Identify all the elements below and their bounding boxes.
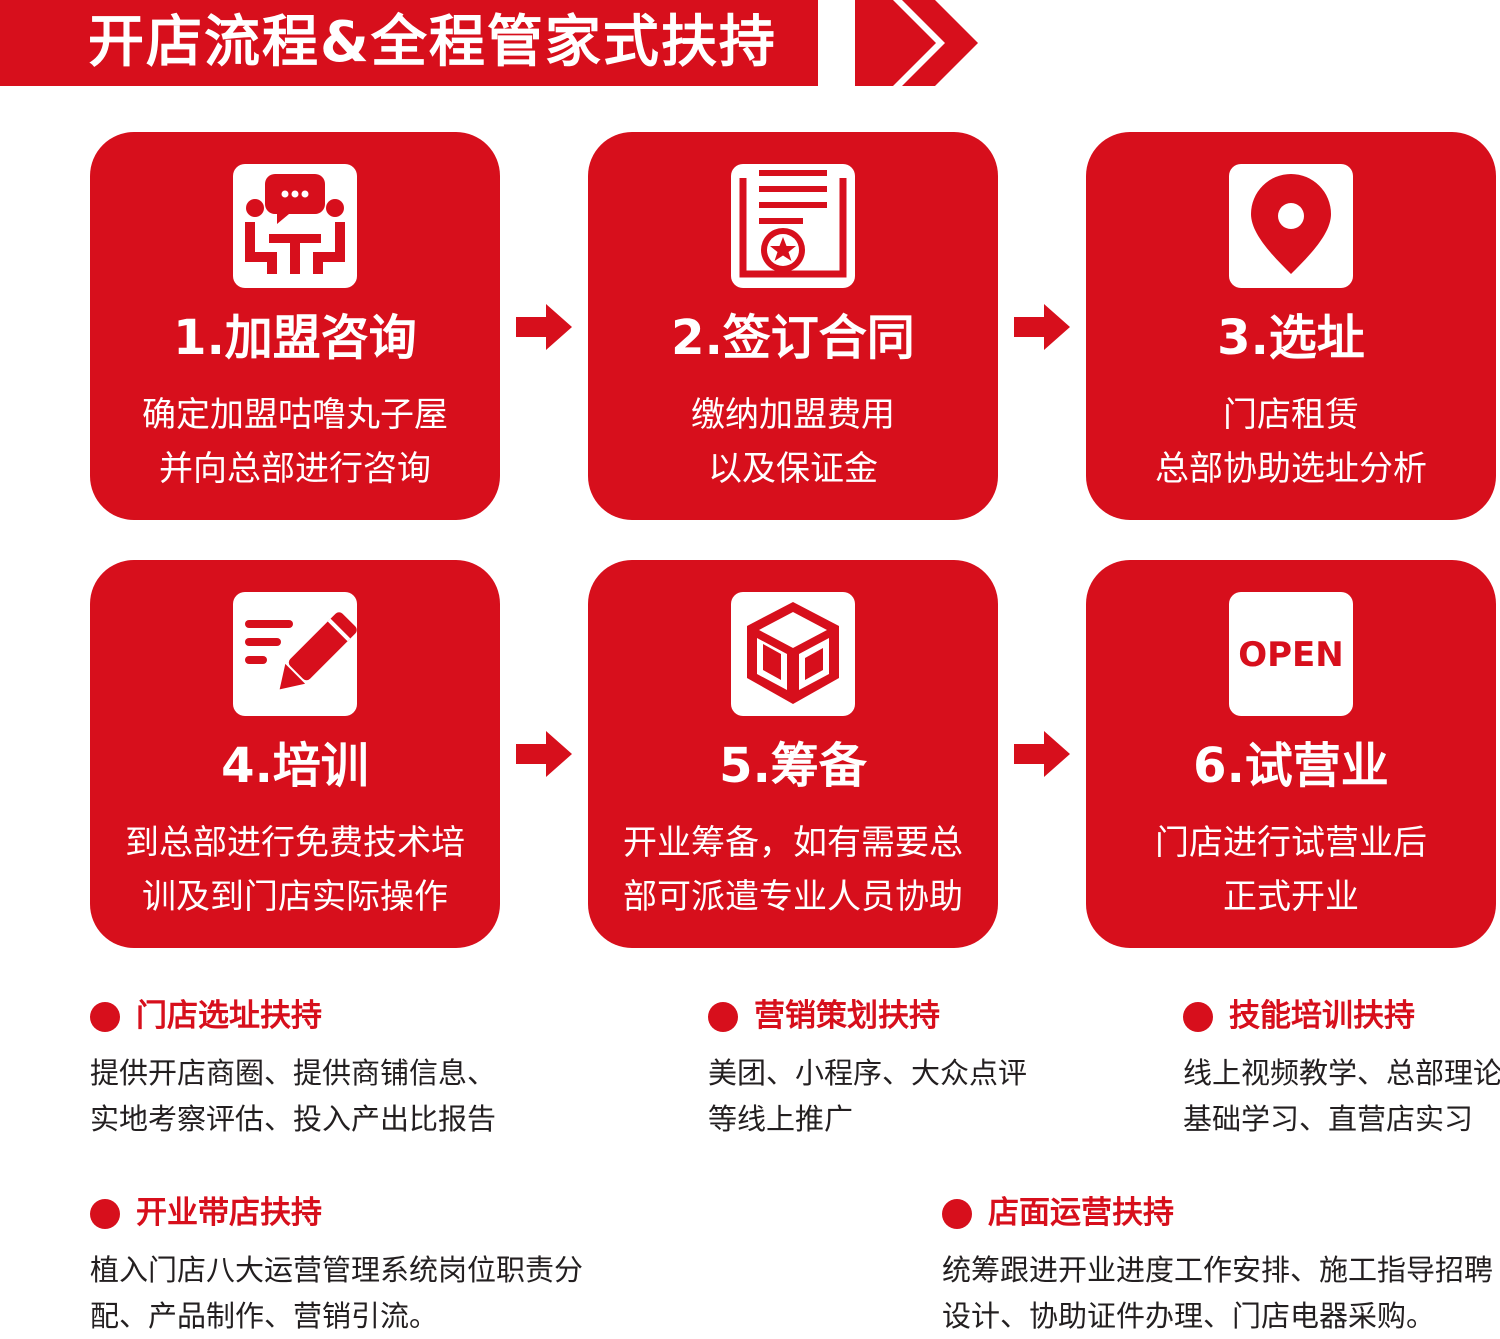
banner-shape xyxy=(0,0,978,86)
support-text-line: 线上视频教学、总部理论 xyxy=(1183,1056,1500,1090)
step-description-line: 缴纳加盟费用 xyxy=(691,395,895,435)
open-sign-icon: OPEN xyxy=(1229,592,1353,716)
bullet-dot-icon xyxy=(1183,1002,1213,1032)
bullet-dot-icon xyxy=(90,1199,120,1229)
step-title: 4.培训 xyxy=(221,738,369,794)
support-text-line: 基础学习、直营店实习 xyxy=(1183,1102,1474,1136)
step-description: 到总部进行免费技术培 训及到门店实际操作 xyxy=(100,816,490,924)
step-description-line: 确定加盟咕噜丸子屋 xyxy=(142,395,448,435)
step-card-location: 3.选址 门店租赁 总部协助选址分析 xyxy=(1086,132,1496,520)
open-sign-text: OPEN xyxy=(1238,635,1344,675)
step-description-line: 开业筹备，如有需要总 xyxy=(623,823,963,863)
bullet-dot-icon xyxy=(708,1002,738,1032)
location-pin-icon xyxy=(1229,164,1353,288)
support-text: 线上视频教学、总部理论 基础学习、直营店实习 xyxy=(1183,1050,1500,1142)
step-card-preparation: 5.筹备 开业筹备，如有需要总 部可派遣专业人员协助 xyxy=(588,560,998,948)
contract-icon xyxy=(731,164,855,288)
support-text: 提供开店商圈、提供商铺信息、 实地考察评估、投入产出比报告 xyxy=(90,1050,496,1142)
step-card-trial-opening: OPEN 6.试营业 门店进行试营业后 正式开业 xyxy=(1086,560,1496,948)
step-description-line: 总部协助选址分析 xyxy=(1155,449,1427,489)
step-title: 2.签订合同 xyxy=(671,310,915,366)
arrow-right-icon xyxy=(516,731,572,777)
step-description-line: 训及到门店实际操作 xyxy=(142,877,448,917)
support-text-line: 配、产品制作、营销引流。 xyxy=(90,1299,439,1333)
support-marketing: 营销策划扶持 美团、小程序、大众点评 等线上推广 xyxy=(708,996,1027,1142)
support-text-line: 实地考察评估、投入产出比报告 xyxy=(90,1102,497,1136)
step-description: 门店进行试营业后 正式开业 xyxy=(1096,816,1486,924)
support-heading: 店面运营扶持 xyxy=(988,1195,1174,1231)
bullet-dot-icon xyxy=(942,1199,972,1229)
support-text: 植入门店八大运营管理系统岗位职责分 配、产品制作、营销引流。 xyxy=(90,1247,583,1339)
step-title: 3.选址 xyxy=(1217,310,1365,366)
support-text-line: 统筹跟进开业进度工作安排、施工指导招聘 xyxy=(942,1253,1494,1287)
header-banner: 开店流程&全程管家式扶持 xyxy=(0,0,980,86)
step-card-contract: 2.签订合同 缴纳加盟费用 以及保证金 xyxy=(588,132,998,520)
arrow-right-icon xyxy=(1014,304,1070,350)
page-title: 开店流程&全程管家式扶持 xyxy=(88,10,777,75)
arrow-right-icon xyxy=(516,304,572,350)
step-title: 1.加盟咨询 xyxy=(173,310,417,366)
step-title: 5.筹备 xyxy=(719,738,867,794)
support-text-line: 提供开店商圈、提供商铺信息、 xyxy=(90,1056,497,1090)
step-description: 开业筹备，如有需要总 部可派遣专业人员协助 xyxy=(598,816,988,924)
support-heading: 营销策划扶持 xyxy=(754,998,940,1034)
step-description-line: 以及保证金 xyxy=(708,449,878,489)
support-heading: 开业带店扶持 xyxy=(136,1195,322,1231)
support-heading: 门店选址扶持 xyxy=(136,998,322,1034)
support-text-line: 美团、小程序、大众点评 xyxy=(708,1056,1028,1090)
step-card-training: 4.培训 到总部进行免费技术培 训及到门店实际操作 xyxy=(90,560,500,948)
support-heading: 技能培训扶持 xyxy=(1229,998,1415,1034)
step-description-line: 并向总部进行咨询 xyxy=(159,449,431,489)
pencil-icon xyxy=(233,592,357,716)
step-title: 6.试营业 xyxy=(1193,738,1389,794)
consultation-icon xyxy=(233,164,357,288)
support-text-line: 等线上推广 xyxy=(708,1102,854,1136)
step-description: 门店租赁 总部协助选址分析 xyxy=(1096,388,1486,496)
step-description-line: 门店进行试营业后 xyxy=(1155,823,1427,863)
support-store-operation: 店面运营扶持 统筹跟进开业进度工作安排、施工指导招聘 设计、协助证件办理、门店电… xyxy=(942,1193,1493,1339)
support-site-selection: 门店选址扶持 提供开店商圈、提供商铺信息、 实地考察评估、投入产出比报告 xyxy=(90,996,496,1142)
step-description: 缴纳加盟费用 以及保证金 xyxy=(598,388,988,496)
support-text: 美团、小程序、大众点评 等线上推广 xyxy=(708,1050,1027,1142)
step-card-consultation: 1.加盟咨询 确定加盟咕噜丸子屋 并向总部进行咨询 xyxy=(90,132,500,520)
step-description-line: 部可派遣专业人员协助 xyxy=(623,877,963,917)
support-text: 统筹跟进开业进度工作安排、施工指导招聘 设计、协助证件办理、门店电器采购。 xyxy=(942,1247,1493,1339)
step-description-line: 门店租赁 xyxy=(1223,395,1359,435)
step-description-line: 到总部进行免费技术培 xyxy=(125,823,465,863)
box-icon xyxy=(731,592,855,716)
step-description: 确定加盟咕噜丸子屋 并向总部进行咨询 xyxy=(100,388,490,496)
support-text-line: 设计、协助证件办理、门店电器采购。 xyxy=(942,1299,1436,1333)
support-text-line: 植入门店八大运营管理系统岗位职责分 xyxy=(90,1253,584,1287)
support-skill-training: 技能培训扶持 线上视频教学、总部理论 基础学习、直营店实习 xyxy=(1183,996,1500,1142)
arrow-right-icon xyxy=(1014,731,1070,777)
support-opening: 开业带店扶持 植入门店八大运营管理系统岗位职责分 配、产品制作、营销引流。 xyxy=(90,1193,583,1339)
step-description-line: 正式开业 xyxy=(1223,877,1359,917)
bullet-dot-icon xyxy=(90,1002,120,1032)
